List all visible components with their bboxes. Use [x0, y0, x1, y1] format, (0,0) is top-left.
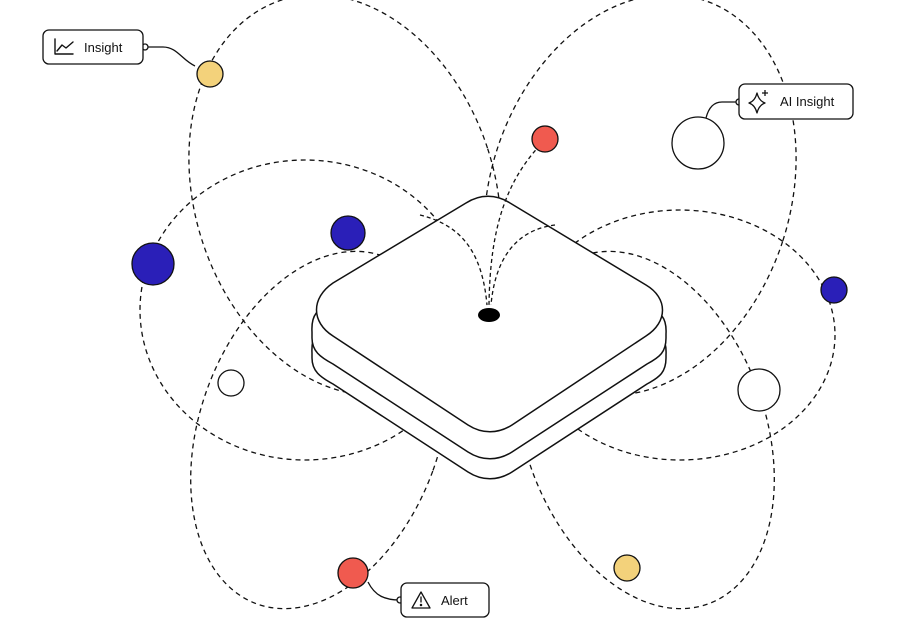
- alert-connector: [367, 581, 401, 601]
- sparkles-icon: [748, 90, 768, 114]
- white-node-top-right: [671, 116, 725, 170]
- line-chart-icon: [54, 38, 74, 55]
- yellow-node-top-left: [196, 60, 224, 88]
- insight-callout: Insight: [42, 29, 144, 65]
- blue-node-upper-center: [330, 215, 366, 251]
- blue-node-left: [131, 242, 175, 286]
- orbit-nodes: [131, 60, 848, 589]
- warning-triangle-icon: [411, 591, 431, 609]
- yellow-node-bottom-right: [613, 554, 641, 582]
- orbit-lower-left: [190, 250, 450, 610]
- ai-insight-connector: [705, 101, 739, 119]
- hub-center-dot: [478, 308, 500, 322]
- hub-device: [311, 195, 667, 480]
- ai-insight-callout: AI Insight: [738, 83, 854, 120]
- insight-callout-box: [42, 29, 144, 65]
- blue-node-right: [820, 276, 848, 304]
- orbit-right: [524, 209, 836, 461]
- alert-callout: Alert: [400, 582, 490, 618]
- alert-label: Alert: [441, 593, 468, 608]
- red-node-bottom-left: [337, 557, 369, 589]
- white-node-right: [737, 368, 781, 412]
- white-node-left: [217, 369, 245, 397]
- ai-insight-label: AI Insight: [780, 94, 835, 109]
- insight-connector: [145, 46, 196, 67]
- red-node-top: [531, 125, 559, 153]
- insight-label: Insight: [84, 40, 123, 55]
